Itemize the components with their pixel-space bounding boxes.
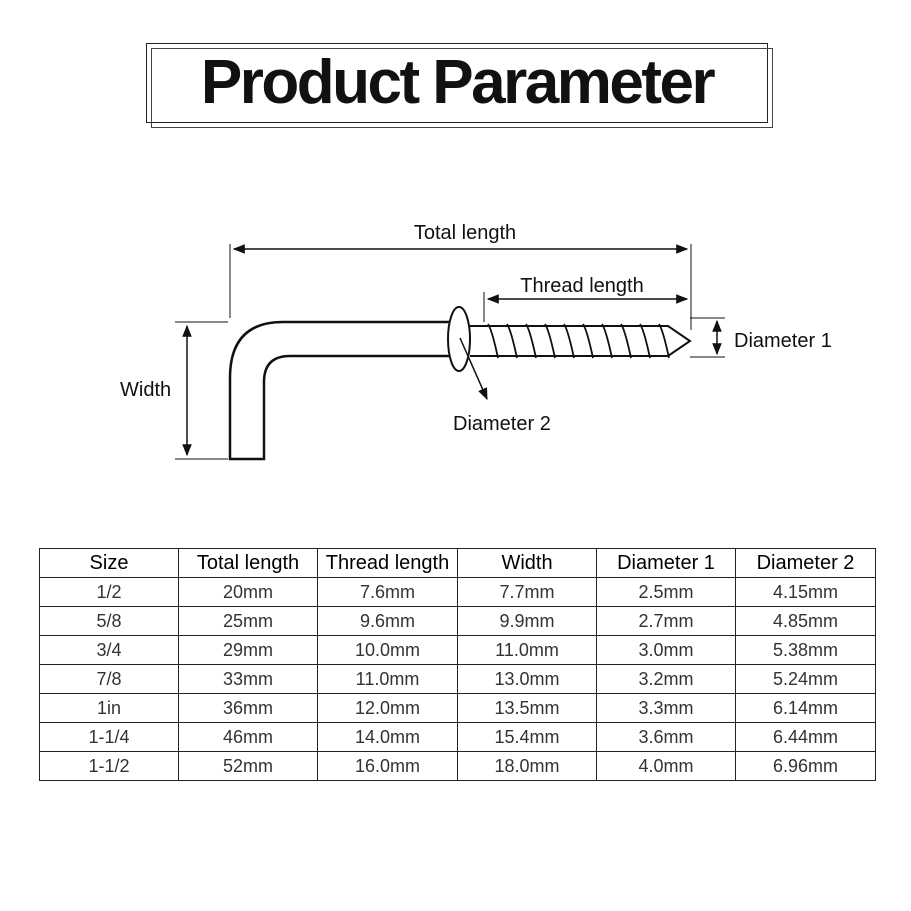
cell-diameter-1: 4.0mm [596,751,736,781]
header-size: Size [39,548,179,578]
cell-width: 18.0mm [457,751,597,781]
cell-diameter-1: 3.6mm [596,722,736,752]
thread-section [470,325,692,357]
cell-width: 13.0mm [457,664,597,694]
header-width: Width [457,548,597,578]
cell-diameter-2: 5.38mm [735,635,876,665]
cell-total-length: 36mm [178,693,318,723]
page-title: Product Parameter [200,48,716,117]
thread-turn [544,323,556,359]
diameter1-label: Diameter 1 [734,330,832,352]
thread-turn [601,323,613,359]
cell-diameter-2: 6.44mm [735,722,876,752]
cell-width: 13.5mm [457,693,597,723]
cell-size: 1-1/4 [39,722,179,752]
cell-size: 1-1/2 [39,751,179,781]
cell-total-length: 46mm [178,722,318,752]
cell-width: 7.7mm [457,577,597,607]
diameter2-label: Diameter 2 [453,413,551,435]
cell-diameter-1: 2.5mm [596,577,736,607]
cell-size: 1in [39,693,179,723]
width-label: Width [120,379,171,401]
thread-turn [525,323,537,359]
header-thread-length: Thread length [317,548,458,578]
thread-turn [487,323,499,359]
cell-thread-length: 16.0mm [317,751,458,781]
cell-width: 11.0mm [457,635,597,665]
cell-thread-length: 11.0mm [317,664,458,694]
cell-size: 7/8 [39,664,179,694]
cell-width: 15.4mm [457,722,597,752]
cell-size: 3/4 [39,635,179,665]
cell-size: 1/2 [39,577,179,607]
cell-thread-length: 12.0mm [317,693,458,723]
cell-width: 9.9mm [457,606,597,636]
cell-diameter-2: 6.96mm [735,751,876,781]
cell-diameter-2: 4.15mm [735,577,876,607]
cell-diameter-1: 2.7mm [596,606,736,636]
cell-size: 5/8 [39,606,179,636]
cell-diameter-2: 5.24mm [735,664,876,694]
thread-lines [487,323,670,359]
cell-thread-length: 14.0mm [317,722,458,752]
header-diameter-1: Diameter 1 [596,548,736,578]
cell-thread-length: 9.6mm [317,606,458,636]
cell-thread-length: 10.0mm [317,635,458,665]
cell-thread-length: 7.6mm [317,577,458,607]
screw-hook-diagram: Total length Thread length Width Diamete… [120,222,832,461]
thread-turn [639,323,651,359]
thread-turn [582,323,594,359]
cell-total-length: 52mm [178,751,318,781]
cell-total-length: 25mm [178,606,318,636]
cell-diameter-2: 6.14mm [735,693,876,723]
diameter2-leader [459,337,488,401]
thread-length-label: Thread length [520,275,643,297]
total-length-label: Total length [414,222,516,244]
cell-total-length: 33mm [178,664,318,694]
hook-body [228,320,455,461]
thread-turn [658,323,670,359]
cell-total-length: 29mm [178,635,318,665]
collar [447,306,471,372]
cell-diameter-1: 3.3mm [596,693,736,723]
cell-total-length: 20mm [178,577,318,607]
thread-turn [563,323,575,359]
header-diameter-2: Diameter 2 [735,548,876,578]
header-total-length: Total length [178,548,318,578]
cell-diameter-1: 3.2mm [596,664,736,694]
thread-turn [506,323,518,359]
thread-turn [620,323,632,359]
cell-diameter-1: 3.0mm [596,635,736,665]
cell-diameter-2: 4.85mm [735,606,876,636]
